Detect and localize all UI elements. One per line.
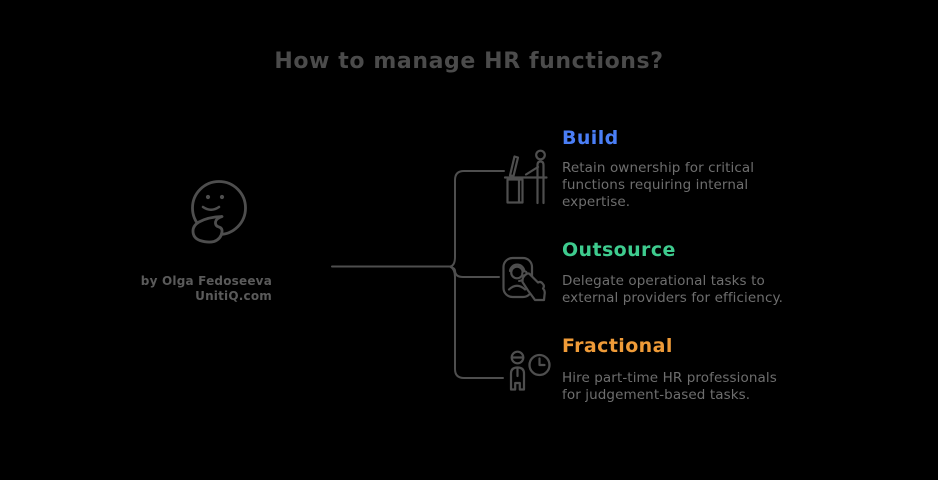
person-at-standing-desk-icon: [503, 149, 548, 205]
branch-label-outsource: Outsource: [562, 239, 676, 261]
branch-description-outsource: Delegate operational tasks to external p…: [562, 273, 784, 306]
person-with-clock-icon: [509, 350, 551, 391]
page-title: How to manage HR functions?: [274, 49, 664, 74]
attribution-site: UnitiQ.com: [195, 289, 272, 303]
branch-description-fractional: Hire part-time HR professionals for judg…: [562, 370, 777, 403]
attribution-byline: by Olga Fedoseeva: [140, 274, 272, 288]
branch-label-fractional: Fractional: [562, 335, 673, 357]
support-agent-with-pointing-hand-icon: [502, 256, 546, 302]
branch-label-build: Build: [562, 127, 619, 149]
attribution: by Olga Fedoseeva UnitiQ.com: [130, 274, 272, 304]
thinking-face-icon: [191, 180, 247, 244]
branch-description-build: Retain ownership for critical functions …: [562, 160, 755, 210]
